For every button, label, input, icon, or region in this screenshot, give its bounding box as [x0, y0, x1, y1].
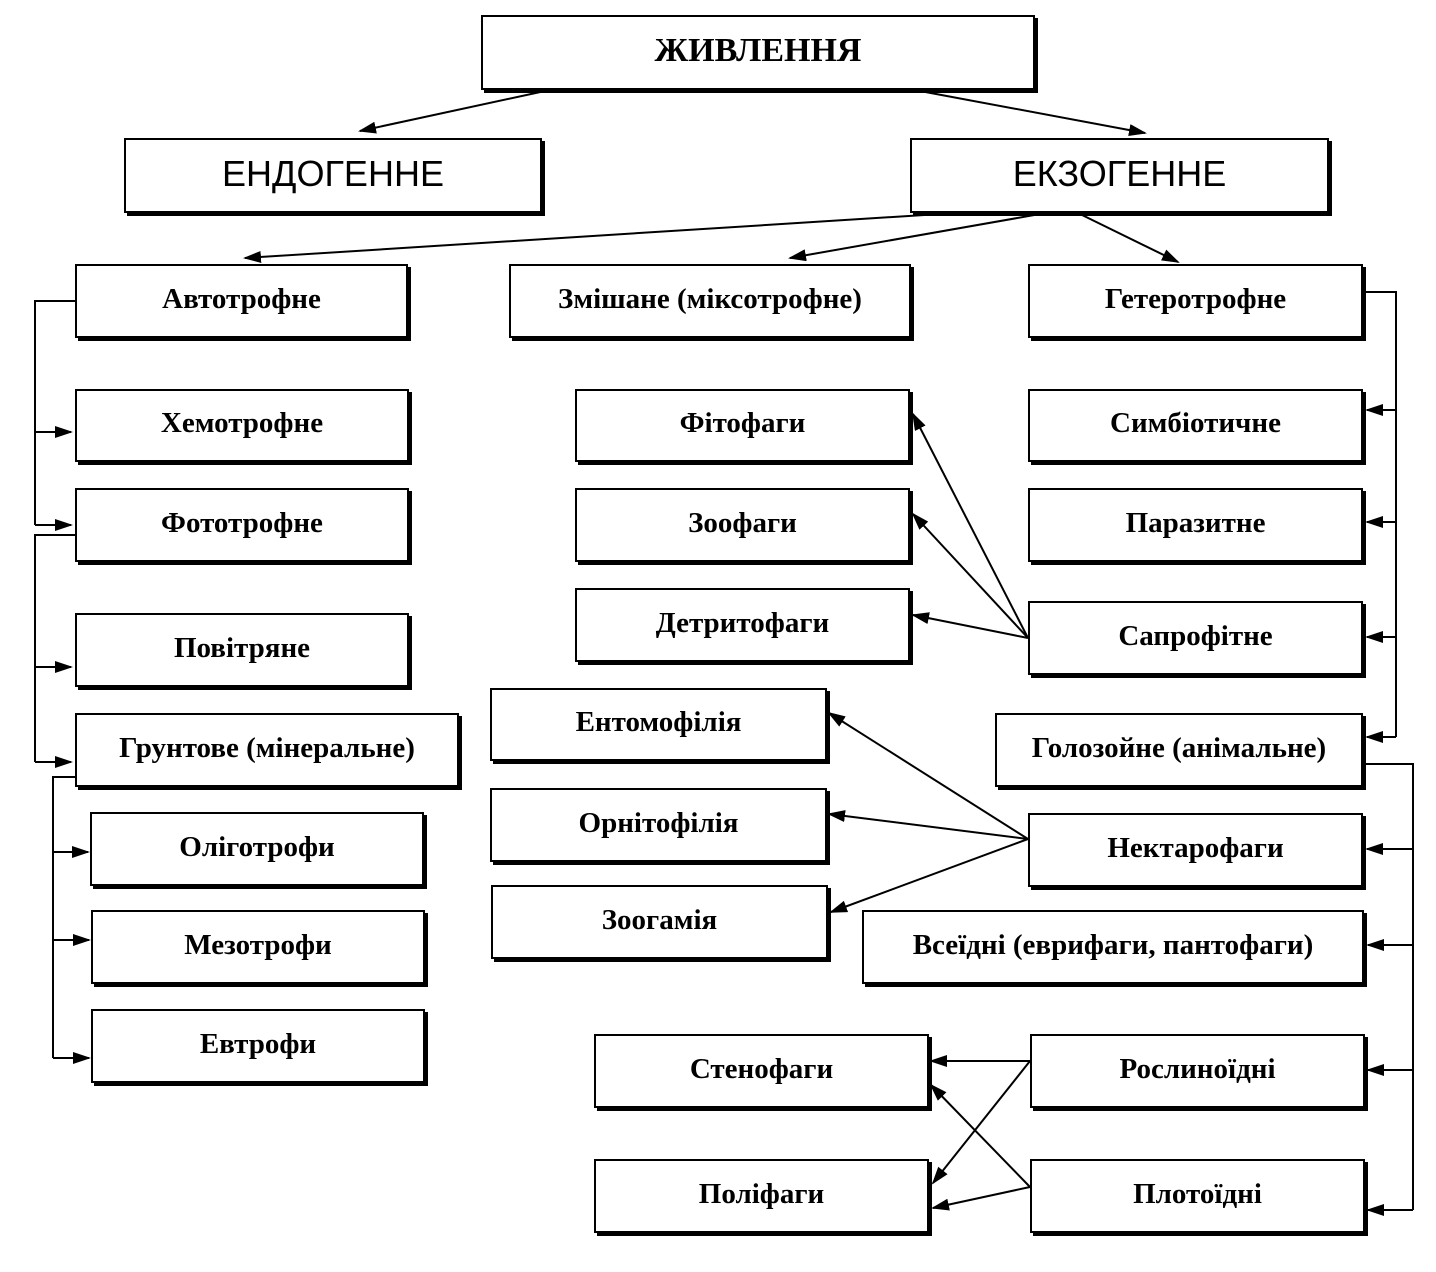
- node-exogenous: ЕКЗОГЕННЕ: [910, 138, 1329, 213]
- arrow-carnivores-to-polyphages: [931, 1186, 1031, 1211]
- node-phototrophic: Фототрофне: [75, 488, 409, 562]
- node-parasitic: Паразитне: [1028, 488, 1363, 562]
- node-heterotrophic: Гетеротрофне: [1028, 264, 1363, 338]
- node-chemotrophic: Хемотрофне: [75, 389, 409, 462]
- node-zoophages: Зоофаги: [575, 488, 910, 562]
- node-oligotrophs: Оліготрофи: [90, 812, 424, 886]
- arrow-saprophytic-to-zoophages: [911, 512, 1029, 639]
- bracket-heterotrophic: [1364, 291, 1397, 737]
- arrow-nectarophages-to-zoogamy: [829, 838, 1029, 913]
- node-symbiotic: Симбіотичне: [1028, 389, 1363, 462]
- arrow-exogenous-to-mixed: [788, 213, 1041, 262]
- node-mixed: Змішане (міксотрофне): [509, 264, 911, 338]
- arrow-carnivores-to-stenophages: [929, 1083, 1031, 1188]
- bracket-soil: [52, 776, 76, 1058]
- node-eutrophs: Евтрофи: [91, 1009, 425, 1083]
- node-air: Повітряне: [75, 613, 409, 687]
- node-omnivores: Всеїдні (еврифаги, пантофаги): [862, 910, 1364, 984]
- node-endogenous: ЕНДОГЕННЕ: [124, 138, 542, 213]
- node-ornithophily: Орнітофілія: [490, 788, 827, 862]
- arrow-root-to-exogenous: [919, 90, 1147, 136]
- arrow-exogenous-to-autotrophic: [243, 213, 941, 263]
- arrow-exogenous-to-heterotrophic: [1079, 213, 1180, 263]
- bracket-holozoic: [1364, 763, 1414, 1210]
- node-entomophily: Ентомофілія: [490, 688, 827, 761]
- node-herbivores: Рослиноїдні: [1030, 1034, 1365, 1108]
- arrow-saprophytic-to-detritophages: [911, 612, 1029, 639]
- node-mesotrophs: Мезотрофи: [91, 910, 425, 984]
- arrow-saprophytic-to-phytophages: [912, 412, 1029, 639]
- bracket-phototrophic: [34, 534, 76, 762]
- node-polyphages: Поліфаги: [594, 1159, 929, 1233]
- node-holozoic: Голозойне (анімальне): [995, 713, 1363, 787]
- bracket-autotrophic: [34, 300, 76, 525]
- arrow-nectarophages-to-ornithophily: [827, 810, 1029, 840]
- node-carnivores: Плотоїдні: [1030, 1159, 1365, 1233]
- node-soil: Грунтове (мінеральне): [75, 713, 459, 787]
- arrow-root-to-endogenous: [358, 90, 546, 134]
- node-phytophages: Фітофаги: [575, 389, 910, 462]
- node-zoogamy: Зоогамія: [491, 885, 828, 959]
- node-stenophages: Стенофаги: [594, 1034, 929, 1108]
- arrow-nectarophages-to-entomophily: [827, 711, 1029, 840]
- node-nutrition: ЖИВЛЕННЯ: [481, 15, 1035, 90]
- node-nectarophages: Нектарофаги: [1028, 813, 1363, 887]
- node-detritophages: Детритофаги: [575, 588, 910, 662]
- arrow-herbivores-to-polyphages: [931, 1060, 1031, 1185]
- node-autotrophic: Автотрофне: [75, 264, 408, 338]
- node-saprophytic: Сапрофітне: [1028, 601, 1363, 675]
